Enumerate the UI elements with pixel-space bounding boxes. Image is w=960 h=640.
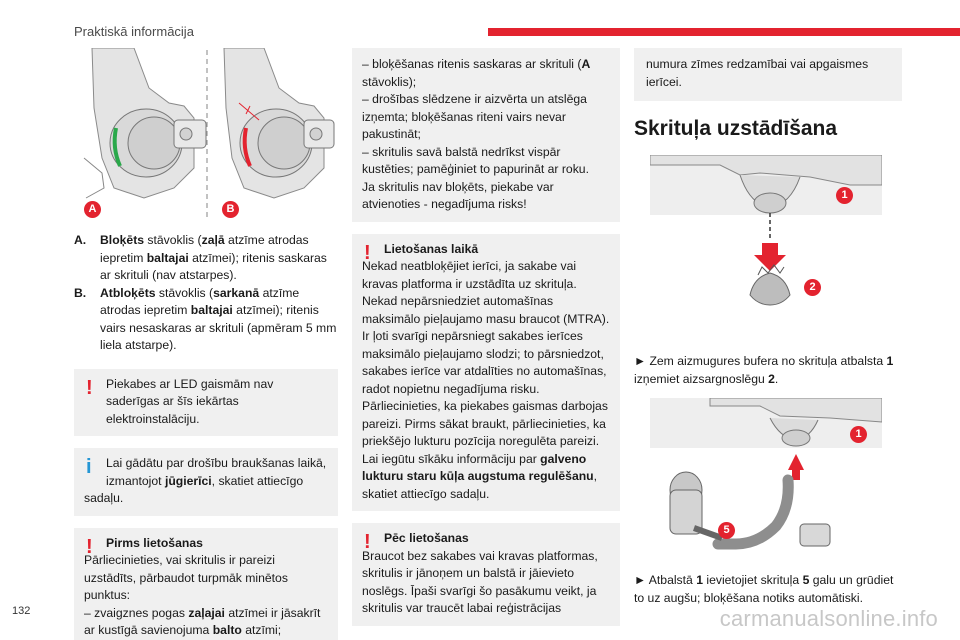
state-b-t3: atzīmei); ritenis vairs nesaskaras ar sk… (100, 303, 337, 352)
figure-insert-ball: 1 5 (650, 397, 883, 560)
step1-b1: 1 (886, 354, 894, 368)
warning-icon: ! (86, 535, 93, 558)
step2-b1: 1 (696, 573, 703, 587)
note-usage-time: ! Lietošanas laikā Nekad neatbloķējiet i… (352, 233, 620, 511)
warning-icon: ! (86, 376, 93, 399)
figure-remove-cap: 1 2 (649, 154, 883, 327)
note-cont-body: numura zīmes redzamībai vai apgaismes ie… (646, 57, 869, 89)
note-usage-time-body: Nekad neatbloķējiet ierīci, ja sakabe va… (362, 259, 610, 466)
note-safety-line1: Lai gādātu par drošību braukšanas laikā, (106, 456, 327, 470)
note-safety-bold: jūgierīci (164, 473, 212, 488)
state-a-label: A. (74, 233, 87, 247)
cont-line2: – drošības slēdzene ir aizvērta un atslē… (362, 92, 587, 141)
cont-line1c: stāvoklis); (362, 74, 417, 89)
state-b-bold1: Atbloķēts (100, 285, 156, 300)
cont-line1b: A (581, 57, 591, 71)
watermark: carmanualsonline.info (719, 606, 938, 631)
note-safety: i Lai gādātu par drošību braukšanas laik… (74, 448, 338, 516)
note-after-use-continued: numura zīmes redzamībai vai apgaismes ie… (634, 48, 902, 101)
cont-line3: – skritulis savā balstā nedrīkst vispār … (362, 144, 589, 177)
note-usage-time-title: Lietošanas laikā (384, 241, 479, 256)
step1-a: ► Zem aizmugures bufera no skrituļa atba… (634, 354, 887, 368)
state-a-bold1: Bloķēts (100, 233, 145, 247)
note-usage-time-end: , skatiet attiecīgo sadaļu. (362, 469, 598, 501)
note-led-line1: Piekabes ar LED gaismām nav (106, 376, 274, 391)
note-safety-t2: , skatiet attiecīgo sadaļu. (84, 473, 304, 506)
state-a: A. Bloķēts stāvoklis (zaļā atzīme atroda… (74, 232, 338, 285)
page-number: 132 (12, 605, 31, 617)
note-before-use: ! Pirms lietošanas Pārliecinieties, vai … (74, 527, 338, 640)
note-after-use-title: Pēc lietošanas (384, 531, 469, 545)
badge-b: B (222, 201, 239, 218)
state-a-t1: stāvoklis ( (144, 233, 202, 247)
state-b-label: B. (74, 285, 87, 300)
warning-icon: ! (364, 241, 371, 264)
figure-locking-states: A B (74, 47, 338, 218)
column-1: A B A. Bloķēts stāvoklis (zaļā atzīme at… (74, 47, 338, 640)
state-a-bold2: zaļā (201, 233, 225, 247)
locking-states-list: A. Bloķēts stāvoklis (zaļā atzīme atroda… (74, 232, 338, 355)
note-before-use-l2e: atzīmi; (241, 623, 282, 637)
locking-states-illustration (83, 47, 335, 218)
remove-cap-illustration (649, 154, 883, 306)
state-b-t2: atzīme atrodas iepretim (100, 285, 300, 318)
step1-c: izņemiet aizsargnoslēgu (634, 371, 769, 386)
step-remove-cap: ► Zem aizmugures bufera no skrituļa atba… (634, 353, 902, 388)
panel-b-drawing (223, 47, 335, 199)
badge-2: 2 (804, 279, 821, 296)
state-b: B. Atbloķēts stāvoklis (sarkanā atzīme a… (74, 285, 338, 355)
info-icon: i (86, 456, 92, 478)
note-before-use-l2d: balto (212, 623, 242, 637)
column-2: – bloķēšanas ritenis saskaras ar skritul… (352, 48, 620, 638)
section-title: Skrituļa uzstādīšana (634, 117, 838, 140)
step2-c: ievietojiet skrituļa (702, 573, 803, 587)
header-accent-bar (488, 28, 960, 36)
column-3: numura zīmes redzamībai vai apgaismes ie… (634, 48, 902, 607)
note-after-use-body: Braucot bez sakabes vai kravas platforma… (362, 548, 598, 616)
note-safety-t1: izmantojot (106, 473, 165, 488)
note-checklist-continued: – bloķēšanas ritenis saskaras ar skritul… (352, 48, 620, 222)
cont-line4: Ja skritulis nav bloķēts, piekabe var at… (362, 179, 554, 212)
state-a-t2: atzīme atrodas iepretim (100, 233, 309, 265)
step2-a: ► Atbalstā (634, 573, 697, 587)
step2-d: galu un grūdiet to uz augšu; bloķēšana n… (634, 573, 894, 605)
note-after-use: ! Pēc lietošanas Braucot bez sakabes vai… (352, 523, 620, 626)
step-insert-ball: ► Atbalstā 1 ievietojiet skrituļa 5 galu… (634, 572, 902, 607)
badge-1: 1 (836, 187, 853, 204)
badge-5: 5 (718, 522, 735, 539)
state-b-t1: stāvoklis ( (155, 285, 214, 300)
insert-ball-illustration (650, 397, 883, 550)
header-title: Praktiskā informācija (74, 24, 194, 39)
note-usage-time-bold: galveno lukturu staru kūļa augstuma regu… (362, 451, 594, 484)
note-before-use-l2a: – zvaigznes pogas (84, 605, 189, 620)
badge-a: A (84, 201, 101, 218)
cont-line1a: – bloķēšanas ritenis saskaras ar skritul… (362, 57, 582, 71)
panel-a-drawing (83, 47, 207, 199)
step1-b2: 2 (768, 371, 775, 386)
warning-icon: ! (364, 531, 371, 553)
note-before-use-title: Pirms lietošanas (106, 535, 203, 550)
note-before-use-line1: Pārliecinieties, vai skritulis ir pareiz… (84, 553, 288, 602)
state-b-bold2: sarkanā (213, 285, 260, 300)
state-b-bold3: baltajai (190, 303, 233, 317)
note-before-use-l2b: zaļajai (188, 605, 225, 620)
note-led: ! Piekabes ar LED gaismām nav saderīgas … (74, 368, 338, 436)
state-a-bold3: baltajai (146, 250, 189, 265)
badge-1: 1 (850, 426, 867, 443)
note-led-rest: saderīgas ar šīs iekārtas elektroinstalā… (106, 394, 239, 426)
state-a-t3: atzīmei); ritenis saskaras ar skrituli (… (100, 250, 327, 283)
step1-d: . (774, 371, 779, 386)
step2-b2: 5 (802, 573, 810, 587)
note-before-use-l2c: atzīmei ir jāsakrīt ar kustīgā savienoju… (84, 605, 321, 638)
